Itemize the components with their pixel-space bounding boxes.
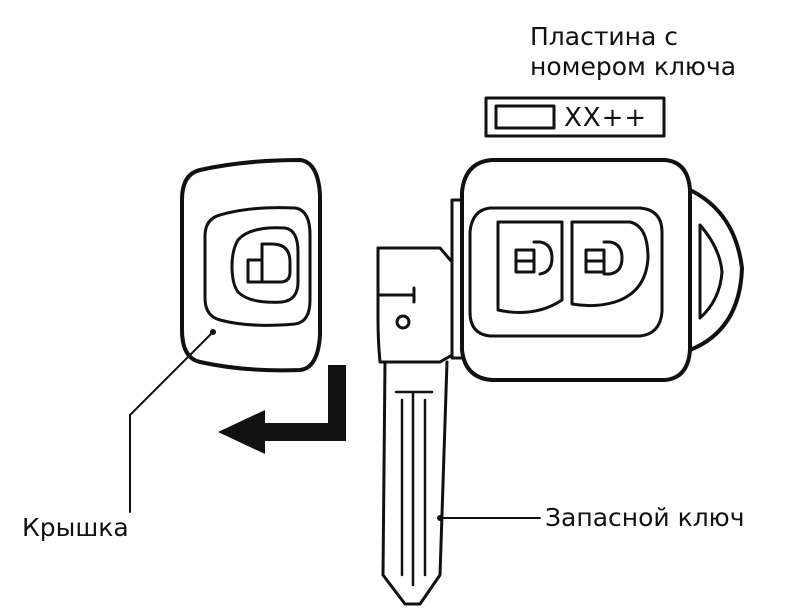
- lock-icon-fob-right: [584, 240, 624, 276]
- fob-side-step: [450, 198, 464, 360]
- fob-body-outline: [460, 158, 692, 382]
- cover-outline: [180, 158, 322, 373]
- spare-key-label: Запасной ключ: [545, 503, 745, 532]
- cover-button-recess: [230, 226, 300, 304]
- key-number-plate: [484, 96, 666, 138]
- key-number-plate-label-line1: Пластина с: [530, 22, 679, 51]
- fob-inner-panel: [468, 206, 664, 338]
- cover-inner-outline: [203, 206, 312, 327]
- key-number-plate-blank: [494, 104, 556, 130]
- fob-ring-hole: [698, 223, 724, 320]
- fob-key-ring: [688, 188, 744, 352]
- key-number-plate-label-line2: номером ключа: [530, 52, 737, 81]
- key-number-plate-code: XX++: [564, 103, 648, 133]
- key-number-plate-outline: [484, 96, 666, 138]
- cover-label: Крышка: [22, 513, 129, 542]
- cover-leader-line: [129, 331, 214, 513]
- key-fob: [450, 158, 744, 382]
- key-number-plate-label: Пластина с номером ключа: [530, 22, 736, 82]
- lock-icon-cover: [246, 242, 292, 284]
- spare-key-blade: [381, 360, 449, 606]
- fob-button-right: [570, 220, 650, 308]
- spare-key-head: [376, 246, 454, 364]
- cover-part: [180, 158, 322, 373]
- lock-icon-fob-left: [514, 240, 554, 276]
- fob-button-left: [496, 220, 564, 314]
- direction-arrow: [218, 365, 346, 454]
- spare-key: [376, 246, 454, 606]
